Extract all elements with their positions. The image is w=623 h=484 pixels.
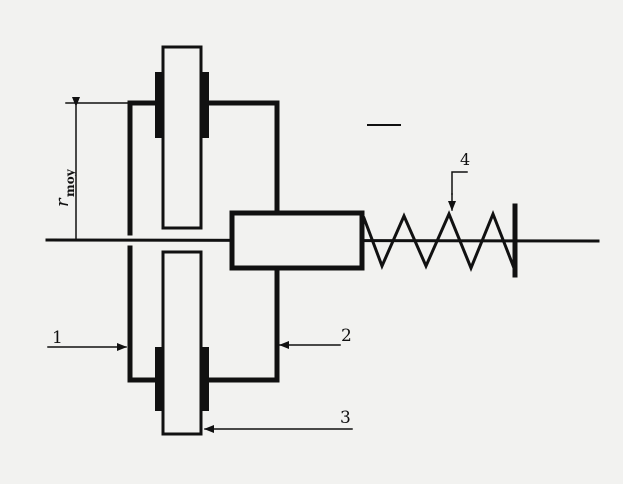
radius-label-main: r	[52, 197, 73, 207]
radius-label-sub: moy	[63, 168, 77, 197]
hub-box	[229, 210, 365, 271]
upper-lining-left	[155, 72, 163, 138]
upper-disc	[161, 45, 203, 230]
leader-4	[451, 171, 468, 195]
lower-lining-left	[155, 347, 163, 411]
spring	[362, 209, 516, 272]
label-part-3: 3	[340, 408, 351, 428]
lower-disc	[161, 250, 203, 436]
upper-lining-right	[201, 72, 209, 138]
label-part-1: 1	[52, 328, 63, 348]
label-part-4: 4	[460, 150, 470, 169]
radius-label: r moy	[52, 168, 77, 207]
label-part-2: 2	[341, 326, 352, 346]
lower-lining-right	[201, 347, 209, 411]
